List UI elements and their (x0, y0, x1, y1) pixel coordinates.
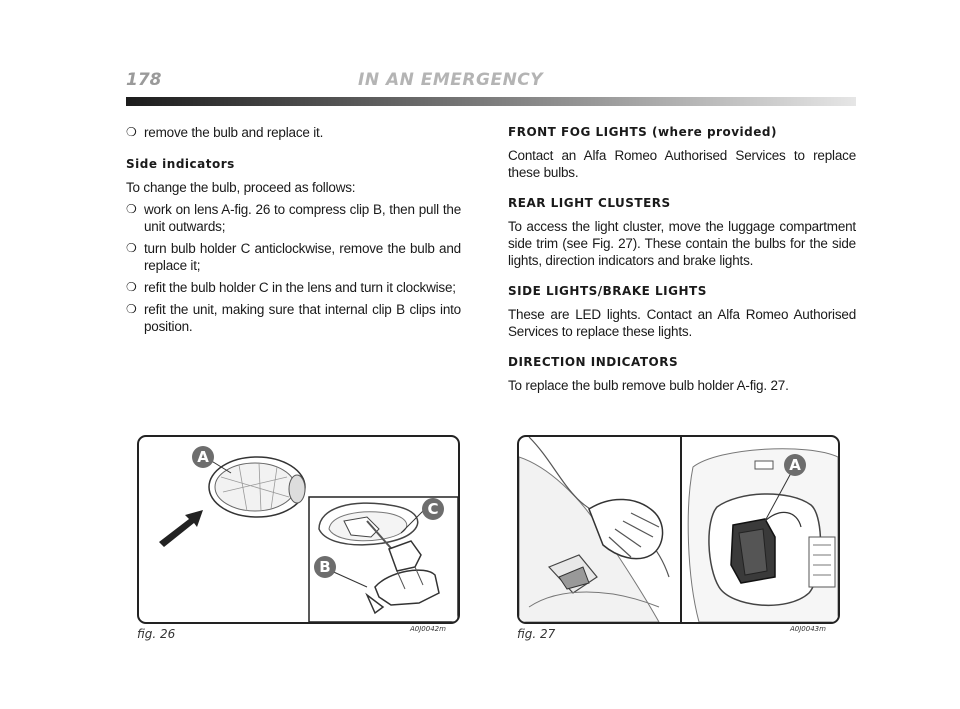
fog-heading: FRONT FOG LIGHTS (where provided) (508, 125, 777, 139)
figure-26-caption: fig. 26 (137, 627, 176, 641)
callout-c: C (422, 498, 444, 520)
step-item: ❍ turn bulb holder C anticlockwise, remo… (126, 240, 461, 274)
callout-a-fig27: A (784, 454, 806, 476)
side-brake-heading: SIDE LIGHTS/BRAKE LIGHTS (508, 284, 707, 298)
bullet-icon: ❍ (126, 125, 137, 139)
side-indicators-intro: To change the bulb, proceed as follows: (126, 180, 356, 195)
figure-26-code: A0J0042m (410, 625, 446, 633)
figure-26: A C B (137, 435, 460, 624)
trim-and-hand (519, 437, 670, 622)
figure-27-code: A0J0043m (790, 625, 826, 633)
bulb-holder (365, 540, 440, 615)
side-indicators-heading: Side indicators (126, 157, 235, 171)
lens-unit (208, 456, 306, 518)
figure-27-caption: fig. 27 (517, 627, 556, 641)
intro-bullet-text: remove the bulb and replace it. (144, 125, 324, 140)
callout-b-label: B (319, 558, 330, 576)
direction-text: To replace the bulb remove bulb holder A… (508, 378, 789, 393)
section-title: IN AN EMERGENCY (358, 70, 544, 90)
lens-seat (318, 502, 419, 546)
bullet-icon: ❍ (126, 202, 137, 216)
figure-27: A (517, 435, 840, 624)
callout-a: A (192, 446, 214, 468)
step-item: ❍ refit the bulb holder C in the lens an… (126, 279, 461, 296)
side-indicator-illustration: A C B (159, 446, 458, 622)
left-column: ❍ remove the bulb and replace it. Side i… (126, 124, 461, 340)
callout-c-label: C (427, 500, 438, 518)
bullet-icon: ❍ (126, 241, 137, 255)
rear-heading: REAR LIGHT CLUSTERS (508, 196, 671, 210)
right-column: FRONT FOG LIGHTS (where provided) Contac… (508, 124, 856, 402)
step-item: ❍ work on lens A-fig. 26 to compress cli… (126, 201, 461, 235)
fog-text: Contact an Alfa Romeo Authorised Service… (508, 148, 856, 180)
step-text: refit the bulb holder C in the lens and … (144, 280, 456, 295)
side-brake-text: These are LED lights. Contact an Alfa Ro… (508, 307, 856, 339)
bullet-icon: ❍ (126, 280, 137, 294)
bullet-icon: ❍ (126, 302, 137, 316)
step-text: work on lens A-fig. 26 to compress clip … (144, 202, 461, 234)
step-item: ❍ refit the unit, making sure that inter… (126, 301, 461, 335)
step-text: refit the unit, making sure that interna… (144, 302, 461, 334)
callout-a-label: A (197, 448, 209, 466)
direction-heading: DIRECTION INDICATORS (508, 355, 679, 369)
bulb-holder-a (730, 511, 802, 584)
intro-bullet-item: ❍ remove the bulb and replace it. (126, 124, 461, 141)
rear-cluster-illustration: A (519, 437, 838, 622)
step-text: turn bulb holder C anticlockwise, remove… (144, 241, 461, 273)
callout-b: B (314, 556, 336, 578)
push-arrow-icon (159, 510, 203, 547)
header-rule (126, 97, 856, 106)
rear-text: To access the light cluster, move the lu… (508, 219, 856, 268)
page-number: 178 (126, 70, 162, 90)
callout-a-fig27-label: A (789, 456, 801, 474)
